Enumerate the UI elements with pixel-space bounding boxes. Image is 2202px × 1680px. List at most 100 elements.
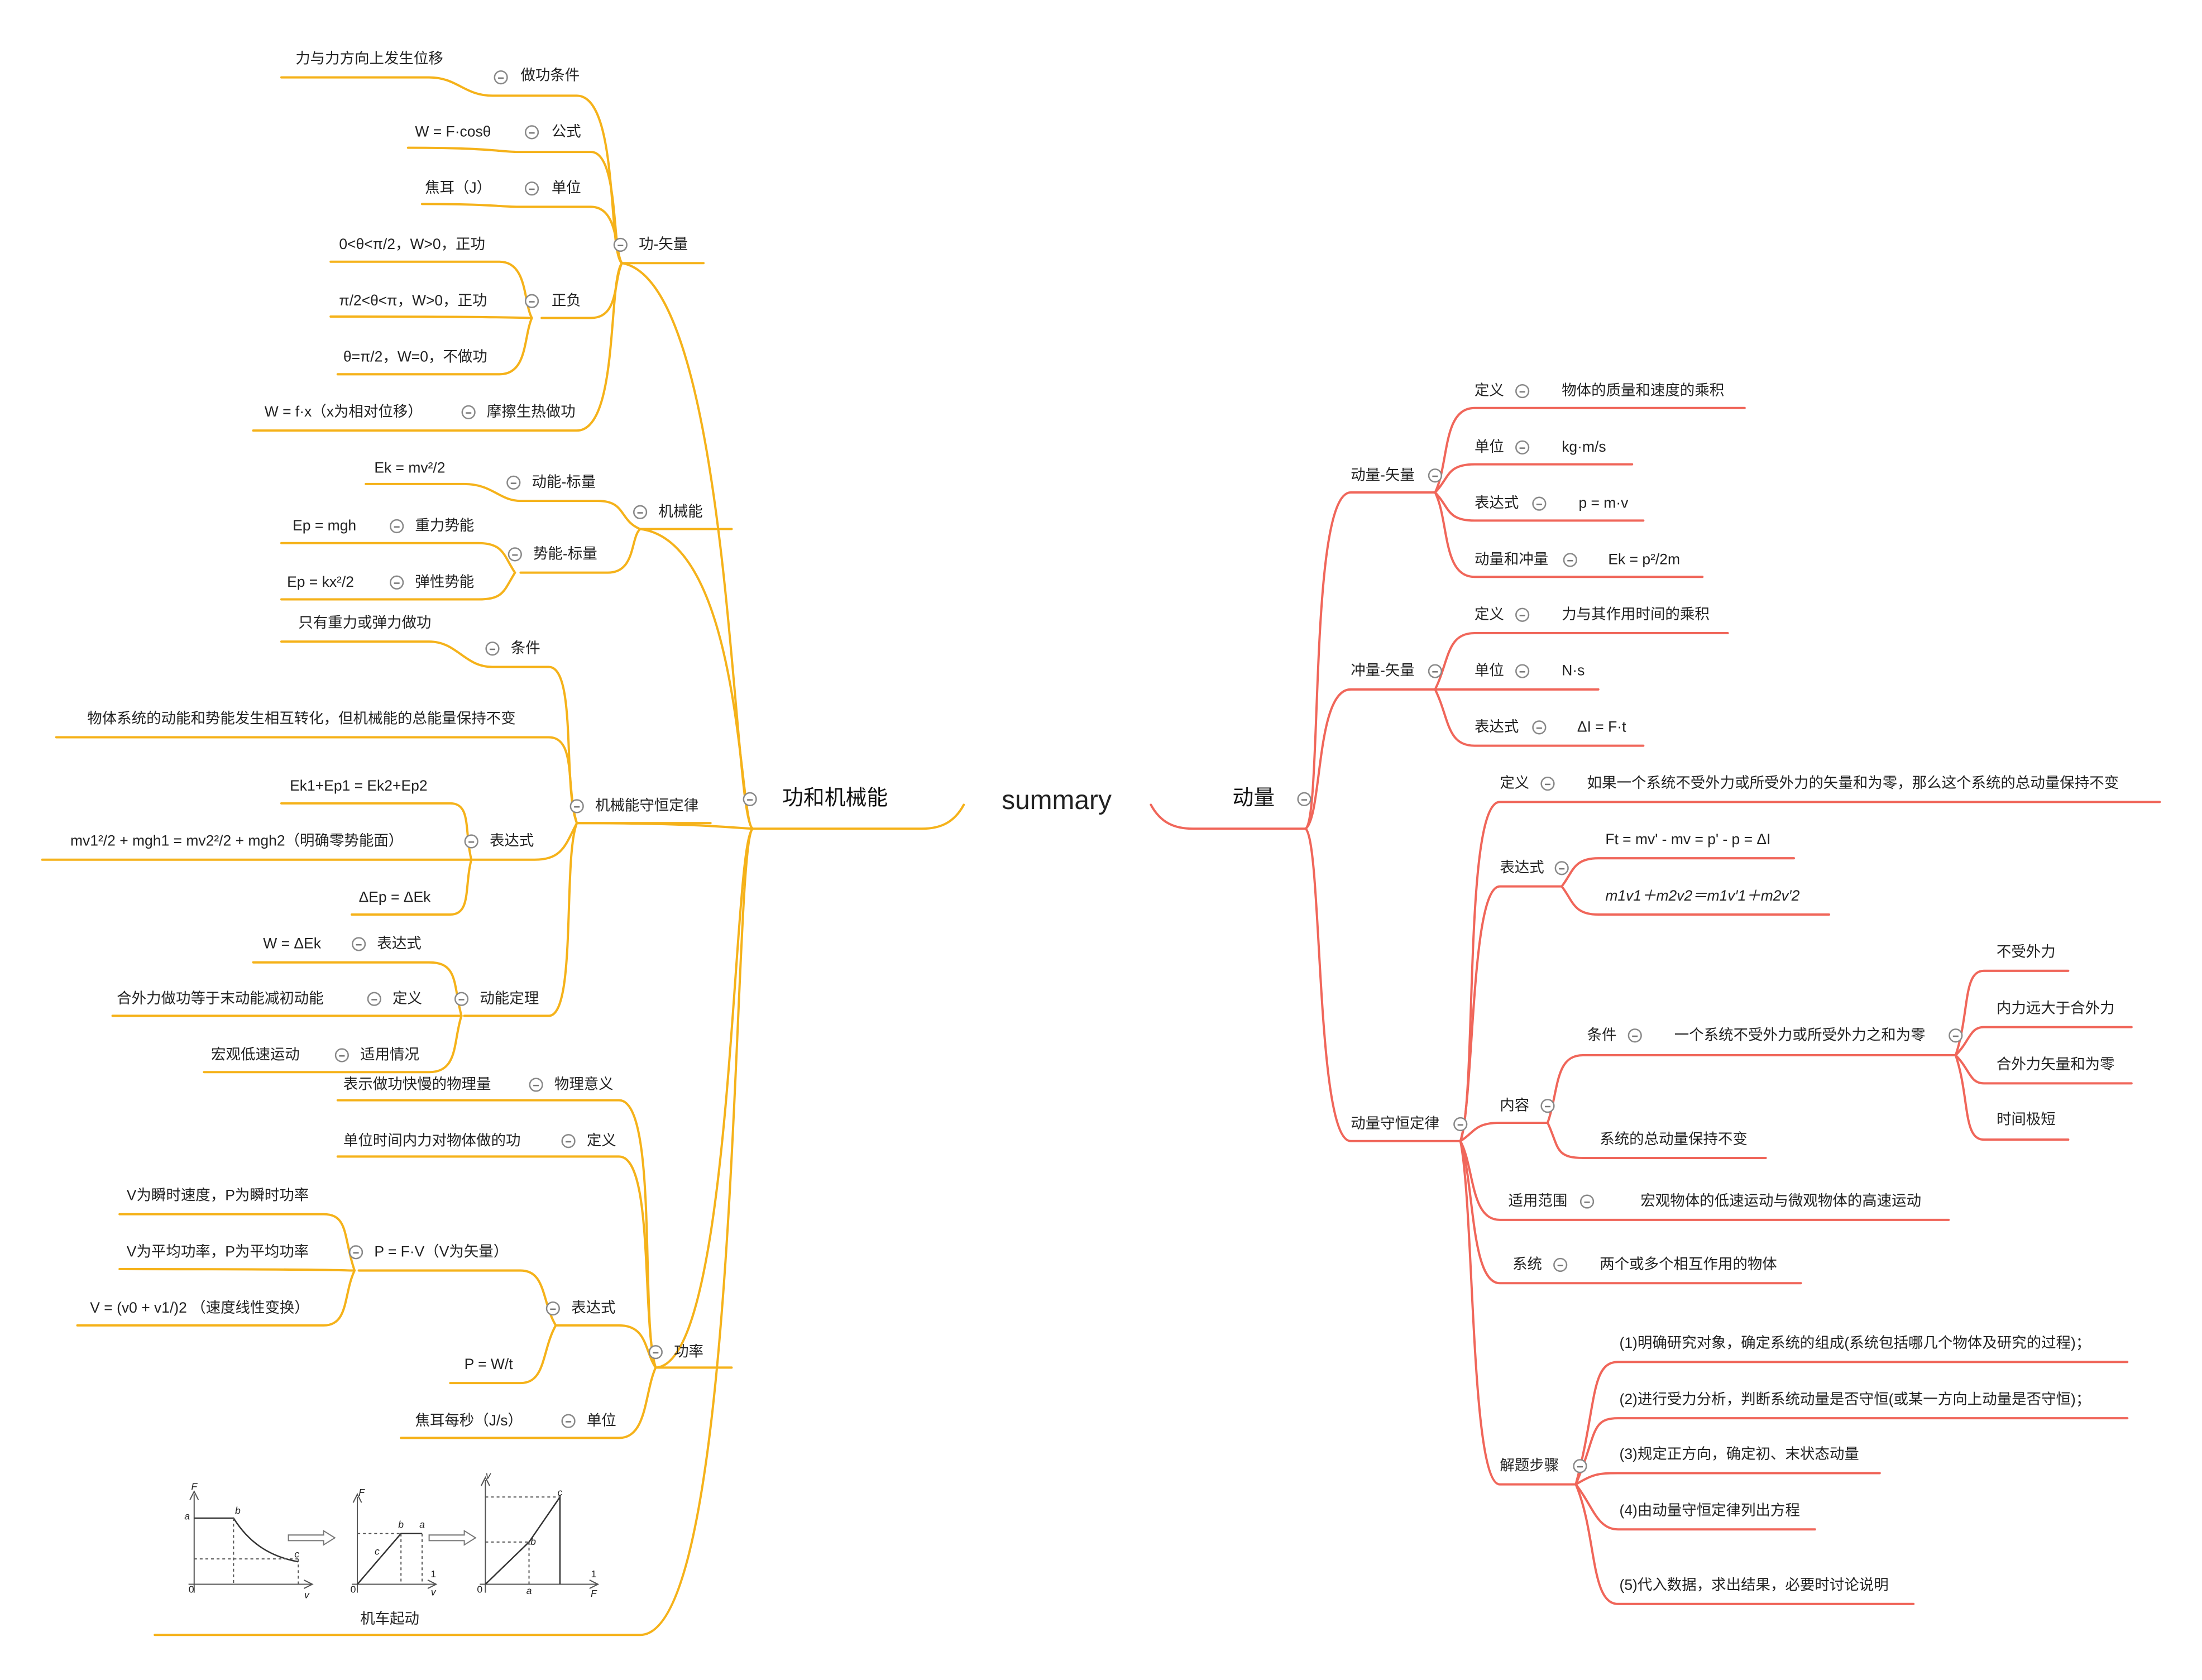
conservation-expr-item[interactable]: ΔEp = ΔEk <box>358 889 431 906</box>
collapse-icon[interactable] <box>390 519 404 534</box>
topic-work[interactable]: 功-矢量 <box>639 236 688 253</box>
theorem-expr-label[interactable]: 表达式 <box>377 935 422 953</box>
impulse-unit-label[interactable]: 单位 <box>1474 662 1504 680</box>
collapse-icon[interactable] <box>561 1134 576 1148</box>
collapse-icon[interactable] <box>1428 468 1442 483</box>
power-expr-label[interactable]: 表达式 <box>571 1300 616 1317</box>
kinetic-theorem-label[interactable]: 动能定理 <box>480 990 539 1008</box>
collapse-icon[interactable] <box>613 237 628 252</box>
topic-power[interactable]: 功率 <box>674 1343 703 1361</box>
friction-work-label[interactable]: 摩擦生热做功 <box>486 404 576 421</box>
power-unit-value[interactable]: 焦耳每秒（J/s） <box>415 1413 523 1430</box>
kinetic-energy-label[interactable]: 动能-标量 <box>532 474 596 491</box>
law-cond-item[interactable]: 合外力矢量和为零 <box>1996 1056 2115 1074</box>
law-system-label[interactable]: 系统 <box>1512 1256 1542 1274</box>
collapse-icon[interactable] <box>1428 664 1442 678</box>
gravity-potential-value[interactable]: Ep = mgh <box>293 518 357 535</box>
collapse-icon[interactable] <box>743 792 757 806</box>
power-unit-label[interactable]: 单位 <box>586 1413 616 1430</box>
work-sign-item[interactable]: π/2<θ<π，W>0，正功 <box>339 293 487 310</box>
law-scope-value[interactable]: 宏观物体的低速运动与微观物体的高速运动 <box>1640 1193 1922 1210</box>
work-formula-value[interactable]: W = F·cosθ <box>415 123 491 141</box>
collapse-icon[interactable] <box>1553 1257 1568 1272</box>
law-cond-item[interactable]: 内力远大于合外力 <box>1996 1000 2115 1017</box>
law-content-label[interactable]: 内容 <box>1500 1097 1530 1114</box>
conservation-condition-label[interactable]: 条件 <box>510 640 540 657</box>
collapse-icon[interactable] <box>1515 664 1530 678</box>
potential-energy-label[interactable]: 势能-标量 <box>533 545 597 563</box>
elastic-potential-label[interactable]: 弹性势能 <box>415 574 475 591</box>
law-def-label[interactable]: 定义 <box>1500 775 1530 792</box>
power-meaning-value[interactable]: 表示做功快慢的物理量 <box>343 1076 491 1094</box>
momentum-unit-value[interactable]: kg·m/s <box>1562 439 1606 456</box>
collapse-icon[interactable] <box>1515 384 1530 399</box>
collapse-icon[interactable] <box>1453 1117 1468 1132</box>
law-step-item[interactable]: (4)由动量守恒定律列出方程 <box>1619 1502 1800 1520</box>
power-pwt[interactable]: P = W/t <box>464 1356 513 1373</box>
momentum-expr-label[interactable]: 表达式 <box>1474 495 1519 513</box>
law-scope-label[interactable]: 适用范围 <box>1508 1193 1568 1210</box>
conservation-statement[interactable]: 物体系统的动能和势能发生相互转化，但机械能的总能量保持不变 <box>87 710 516 727</box>
power-pfv-item[interactable]: V为平均功率，P为平均功率 <box>126 1243 309 1261</box>
elastic-potential-value[interactable]: Ep = kx²/2 <box>287 574 354 591</box>
work-condition-value[interactable]: 力与力方向上发生位移 <box>295 50 443 68</box>
collapse-icon[interactable] <box>367 992 381 1006</box>
collapse-icon[interactable] <box>506 475 521 490</box>
momentum-expr-value[interactable]: p = m·v <box>1578 495 1629 513</box>
law-system-value[interactable]: 两个或多个相互作用的物体 <box>1600 1256 1777 1274</box>
law-cond-item[interactable]: 不受外力 <box>1996 944 2056 961</box>
collapse-icon[interactable] <box>390 575 404 590</box>
collapse-icon[interactable] <box>1532 720 1547 735</box>
locomotive-startup-label[interactable]: 机车起动 <box>360 1611 419 1628</box>
collapse-icon[interactable] <box>1540 1099 1555 1113</box>
collapse-icon[interactable] <box>494 70 508 85</box>
topic-mechanical-conservation[interactable]: 机械能守恒定律 <box>595 797 699 815</box>
kinetic-energy-value[interactable]: Ek = mv²/2 <box>374 460 446 477</box>
topic-work-energy[interactable]: 功和机械能 <box>782 786 888 811</box>
theorem-scope-label[interactable]: 适用情况 <box>360 1046 419 1064</box>
momentum-unit-label[interactable]: 单位 <box>1474 439 1504 456</box>
law-step-item[interactable]: (3)规定正方向，确定初、末状态动量 <box>1619 1446 1859 1463</box>
power-def-label[interactable]: 定义 <box>586 1132 616 1150</box>
collapse-icon[interactable] <box>1573 1459 1587 1473</box>
collapse-icon[interactable] <box>454 992 469 1006</box>
collapse-icon[interactable] <box>633 505 648 519</box>
topic-momentum-conservation[interactable]: 动量守恒定律 <box>1351 1116 1439 1133</box>
theorem-scope-value[interactable]: 宏观低速运动 <box>211 1046 300 1064</box>
impulse-unit-value[interactable]: N·s <box>1562 662 1585 680</box>
collapse-icon[interactable] <box>508 547 522 562</box>
law-expr-item[interactable]: m1v1＋m2v2＝m1v′1＋m2v′2 <box>1605 888 1800 905</box>
collapse-icon[interactable] <box>1579 1194 1595 1209</box>
collapse-icon[interactable] <box>1515 440 1530 454</box>
collapse-icon[interactable] <box>1554 861 1569 875</box>
collapse-icon[interactable] <box>1532 496 1547 511</box>
law-cond-value[interactable]: 一个系统不受外力或所受外力之和为零 <box>1674 1027 1926 1044</box>
momentum-impulse-value[interactable]: Ek = p²/2m <box>1608 551 1681 569</box>
collapse-icon[interactable] <box>464 834 478 849</box>
work-sign-label[interactable]: 正负 <box>551 293 581 310</box>
momentum-impulse-label[interactable]: 动量和冲量 <box>1474 551 1549 569</box>
work-sign-item[interactable]: θ=π/2，W=0，不做功 <box>343 348 487 366</box>
collapse-icon[interactable] <box>461 405 476 419</box>
topic-mechanical-energy[interactable]: 机械能 <box>658 504 703 521</box>
collapse-icon[interactable] <box>1540 777 1555 791</box>
work-sign-item[interactable]: 0<θ<π/2，W>0，正功 <box>339 236 485 253</box>
law-def-value[interactable]: 如果一个系统不受外力或所受外力的矢量和为零，那么这个系统的总动量保持不变 <box>1587 775 2119 792</box>
work-unit-label[interactable]: 单位 <box>551 180 581 197</box>
theorem-expr-value[interactable]: W = ΔEk <box>263 935 321 953</box>
collapse-icon[interactable] <box>524 125 539 140</box>
collapse-icon[interactable] <box>529 1078 543 1092</box>
collapse-icon[interactable] <box>524 294 539 308</box>
collapse-icon[interactable] <box>569 799 584 813</box>
law-step-item[interactable]: (1)明确研究对象，确定系统的组成(系统包括哪几个物体及研究的过程)； <box>1619 1335 2091 1352</box>
collapse-icon[interactable] <box>1515 607 1530 622</box>
law-result[interactable]: 系统的总动量保持不变 <box>1600 1131 1748 1148</box>
law-steps-label[interactable]: 解题步骤 <box>1500 1457 1559 1475</box>
impulse-expr-value[interactable]: ΔI = F·t <box>1577 719 1626 736</box>
conservation-condition-value[interactable]: 只有重力或弹力做功 <box>298 615 432 632</box>
topic-momentum[interactable]: 动量-矢量 <box>1351 467 1415 484</box>
collapse-icon[interactable] <box>545 1301 560 1316</box>
power-pfv-label[interactable]: P = F·V（V为矢量） <box>374 1243 509 1261</box>
law-expr-label[interactable]: 表达式 <box>1500 859 1544 877</box>
impulse-def-label[interactable]: 定义 <box>1474 606 1504 624</box>
